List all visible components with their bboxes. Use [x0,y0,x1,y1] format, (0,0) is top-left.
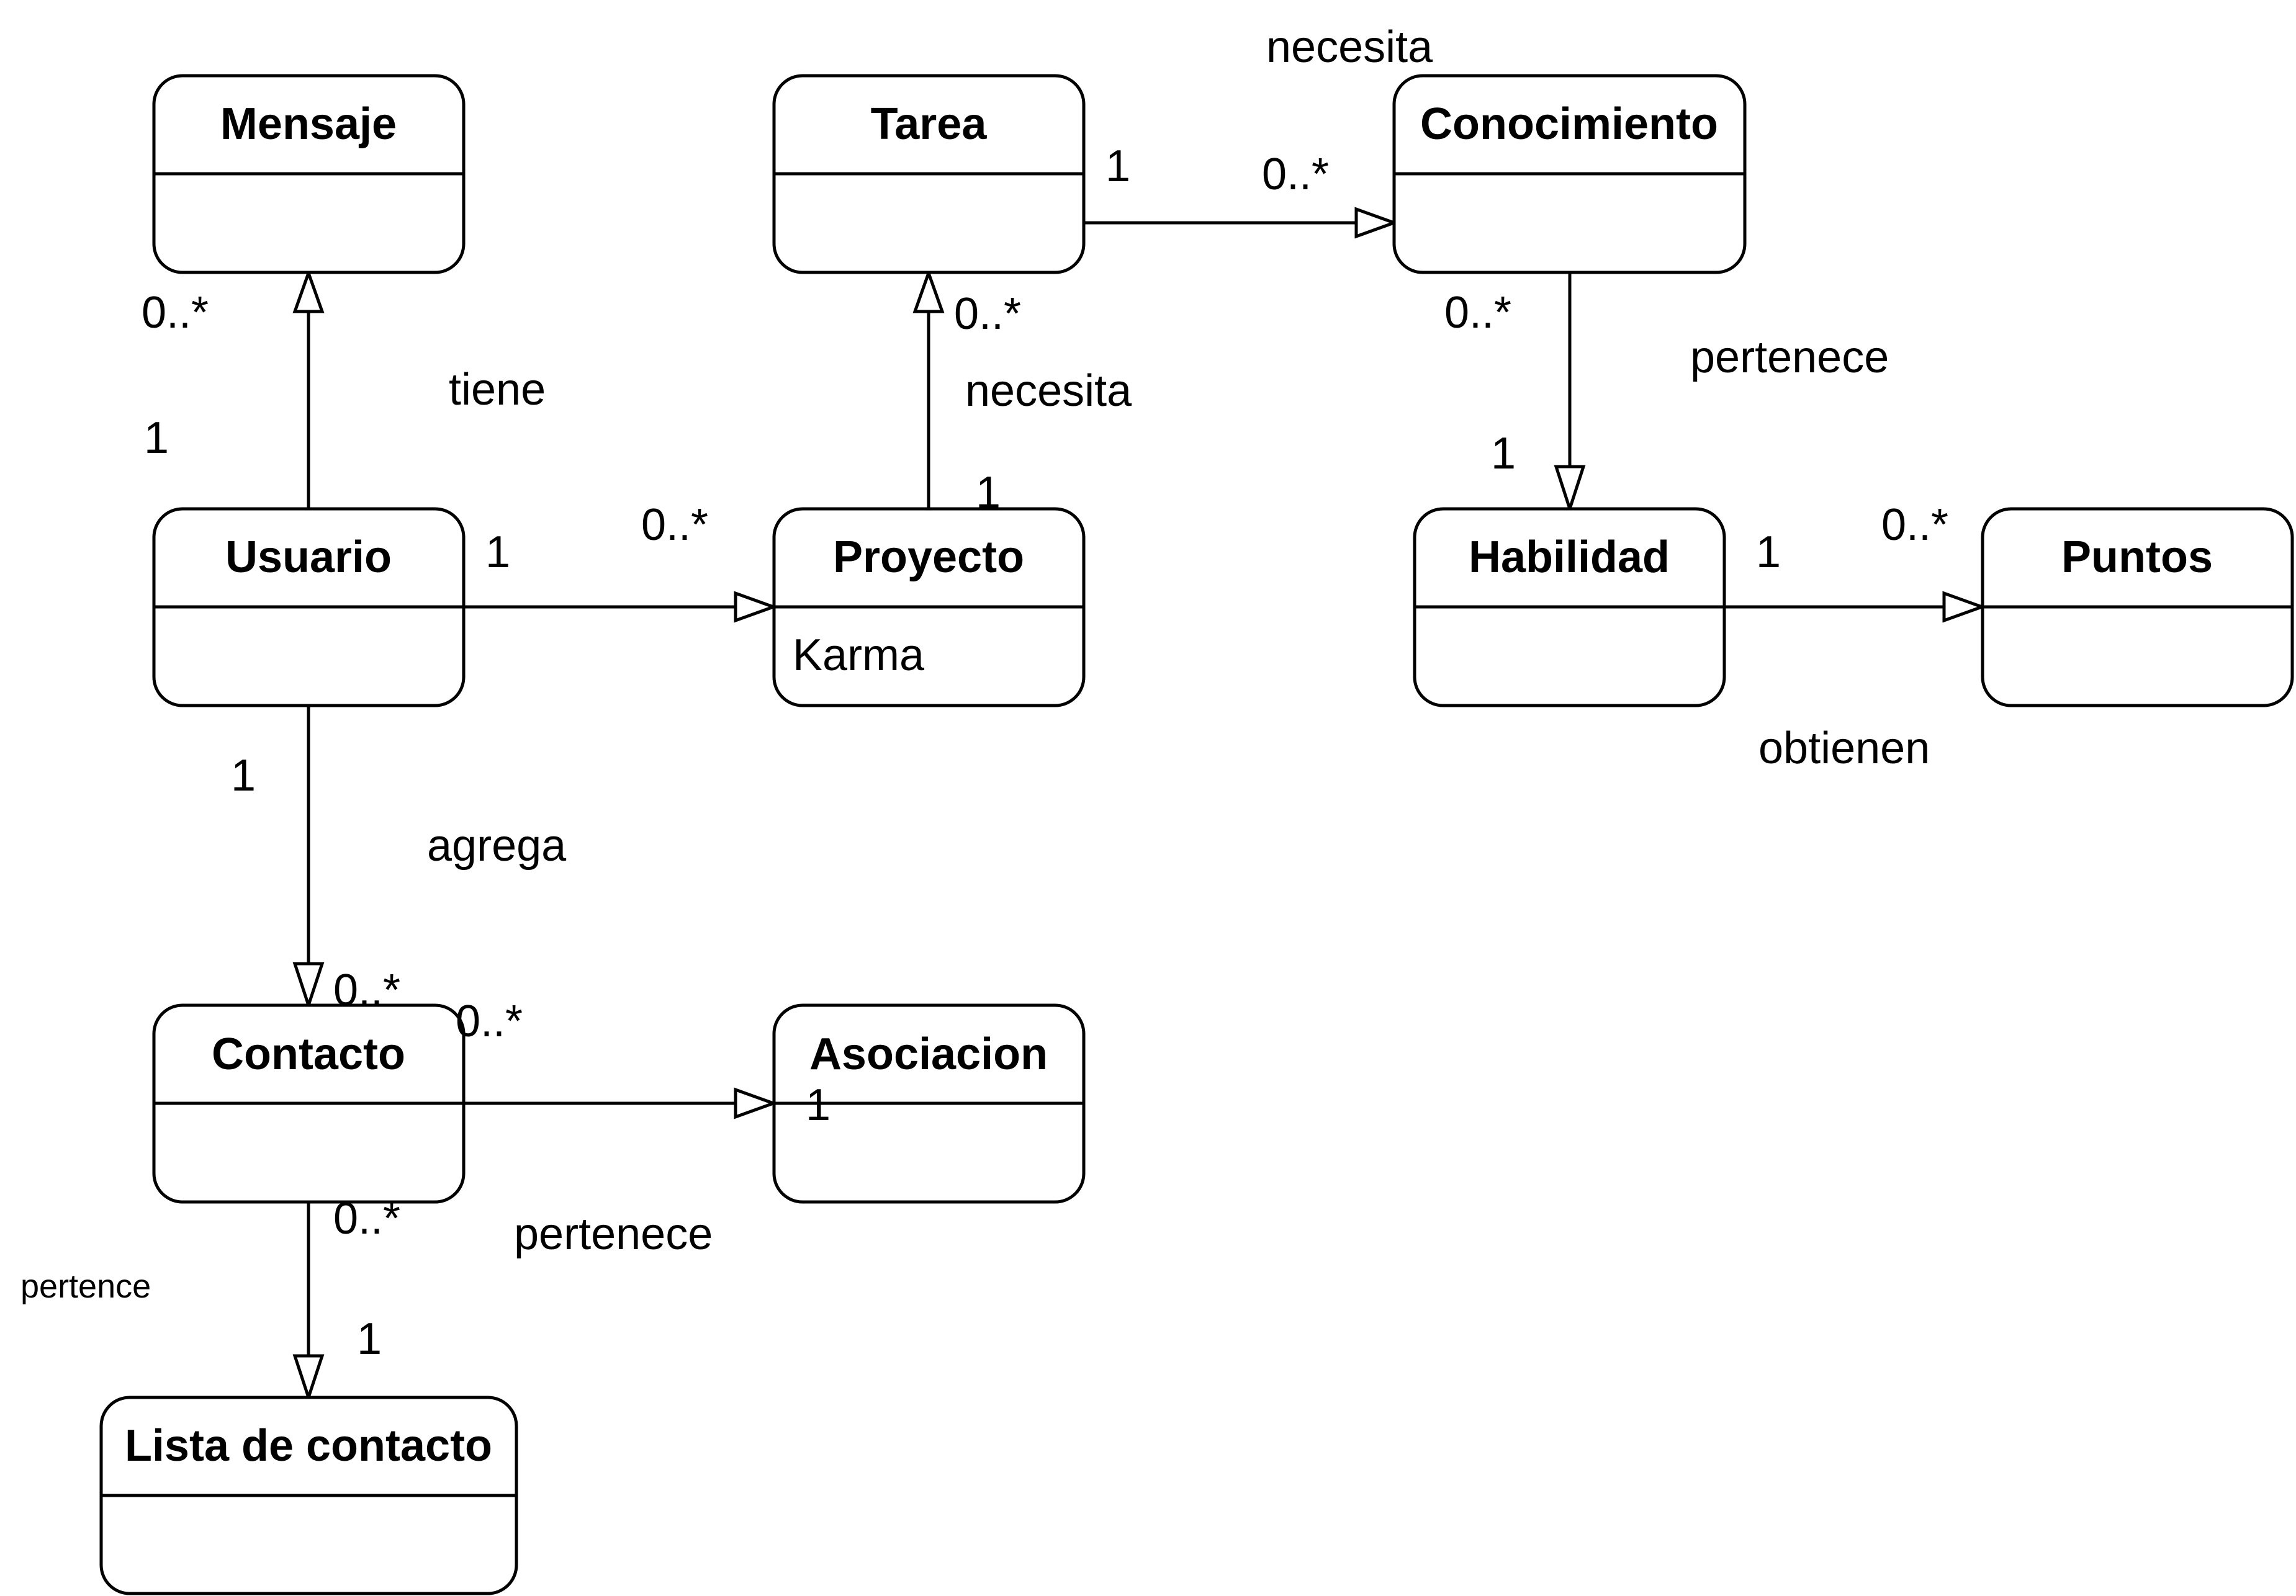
class-usuario[interactable]: Usuario [152,507,466,707]
class-name: Puntos [2061,532,2213,582]
multiplicity-label: 1 [1756,527,1781,577]
relation-label: necesita [1266,22,1433,72]
relation-label: pertence [20,1268,151,1305]
multiplicity-label: 1 [1105,141,1130,191]
edge-contacto-asociacion [464,1087,778,1119]
class-attribute: Karma [793,630,925,680]
class-name: Mensaje [220,99,397,149]
multiplicity-label: 1 [231,751,256,800]
relation-label: obtienen [1758,724,1930,773]
class-asociacion[interactable]: Asociacion [772,1003,1086,1204]
edge-proyecto-tarea [912,268,945,509]
multiplicity-label: 1 [357,1314,382,1364]
multiplicity-label: 0..* [456,997,523,1046]
edge-habilidad-puntos [1724,591,1987,623]
multiplicity-label: 0..* [333,1194,400,1244]
edge-contacto-lista [292,1202,325,1403]
multiplicity-label: 1 [976,468,1001,518]
multiplicity-label: 0..* [1444,288,1511,338]
multiplicity-label: 0..* [1881,500,1948,550]
class-name: Habilidad [1469,532,1670,582]
class-name: Conocimiento [1420,99,1718,149]
class-name: Asociacion [809,1029,1048,1079]
class-name: Tarea [871,99,988,149]
class-habilidad[interactable]: Habilidad [1413,507,1726,707]
relation-label: agrega [427,821,567,871]
relation-label: necesita [965,366,1132,416]
multiplicity-label: 0..* [142,288,209,338]
multiplicity-label: 0..* [954,289,1021,339]
class-name: Lista de contacto [125,1421,492,1471]
edge-usuario-contacto [292,706,325,1011]
edge-usuario-mensaje [292,268,325,509]
class-tarea[interactable]: Tarea [772,74,1086,274]
class-contacto[interactable]: Contacto [152,1003,466,1204]
class-conocimiento[interactable]: Conocimiento [1392,74,1747,274]
multiplicity-label: 1 [1491,429,1516,478]
multiplicity-label: 0..* [333,966,400,1015]
class-proyecto[interactable]: Proyecto Karma [772,507,1086,707]
multiplicity-label: 0..* [1262,150,1329,199]
edge-usuario-proyecto [464,591,778,623]
multiplicity-label: 0..* [641,500,708,550]
class-lista-de-contacto[interactable]: Lista de contacto [99,1396,518,1595]
relation-label: pertenece [1690,333,1889,382]
edge-conocimiento-habilidad [1554,273,1586,514]
edge-tarea-conocimiento [1084,207,1399,239]
relation-label: pertenece [514,1209,713,1259]
relation-label: tiene [449,365,546,415]
multiplicity-label: 1 [485,527,510,577]
class-name: Proyecto [833,532,1024,582]
multiplicity-label: 1 [144,413,169,463]
multiplicity-label: 1 [806,1080,831,1130]
class-mensaje[interactable]: Mensaje [152,74,466,274]
class-puntos[interactable]: Puntos [1981,507,2294,707]
class-name: Usuario [225,532,392,582]
class-name: Contacto [212,1029,405,1079]
